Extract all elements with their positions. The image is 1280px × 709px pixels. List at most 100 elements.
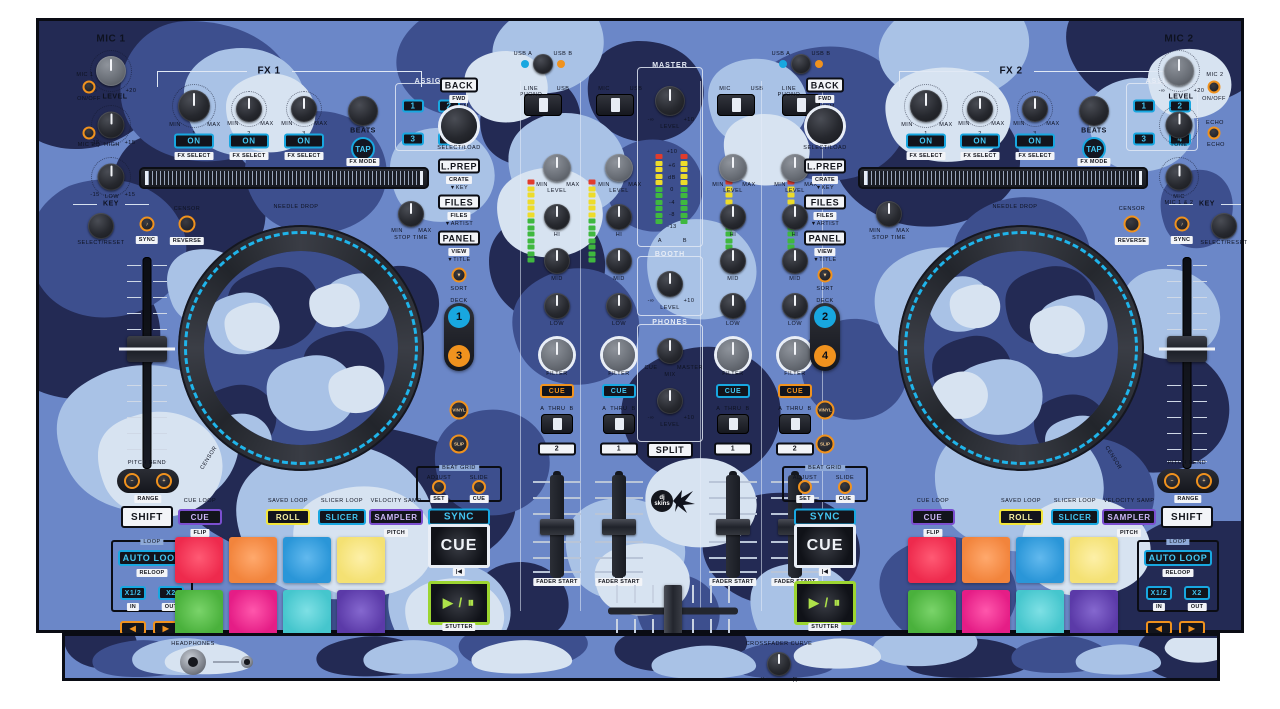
pad-right-1[interactable]	[908, 537, 956, 583]
pad-right-5[interactable]	[908, 590, 956, 636]
mic2-on-off-button[interactable]	[1207, 80, 1221, 94]
usb-select-knob-right[interactable]	[791, 54, 811, 74]
pad-right-4[interactable]	[1070, 537, 1118, 583]
channel4-filter-knob[interactable]	[779, 339, 811, 371]
input-selector-ch1[interactable]	[524, 94, 562, 116]
input-selector-ch4[interactable]	[782, 94, 820, 116]
pad-mode-slicer-right[interactable]: SLICER	[1051, 509, 1099, 525]
channel2-level-knob[interactable]	[605, 154, 633, 182]
fx2-on-button-3[interactable]: ON	[1015, 133, 1055, 149]
fx2-beats-knob[interactable]	[1079, 96, 1109, 126]
channel3-level-knob[interactable]	[719, 154, 747, 182]
pad-right-7[interactable]	[1016, 590, 1064, 636]
split-button[interactable]: SPLIT	[647, 442, 693, 458]
pad-left-8[interactable]	[337, 590, 385, 636]
channel1-fader[interactable]	[533, 471, 581, 581]
channel2-filter-knob[interactable]	[603, 339, 635, 371]
pad-left-5[interactable]	[175, 590, 223, 636]
deck-selector-left[interactable]: 1 3	[444, 303, 474, 371]
fx1-on-button-1[interactable]: ON	[174, 133, 214, 149]
channel2-mid-knob[interactable]	[606, 248, 632, 274]
play-pause-button-right[interactable]: ▶ / ⏸	[794, 581, 856, 625]
pad-mode-sampler-left[interactable]: SAMPLER	[369, 509, 423, 525]
channel1-low-knob[interactable]	[544, 293, 570, 319]
channel3-fader[interactable]	[709, 471, 757, 581]
channel1-source-switch[interactable]	[541, 414, 573, 434]
pad-right-3[interactable]	[1016, 537, 1064, 583]
jog-wheel-right[interactable]	[898, 225, 1144, 471]
loop-half-button-right[interactable]: X1/2	[1146, 586, 1172, 600]
fx1-knob-1[interactable]	[178, 90, 210, 122]
channel3-low-knob[interactable]	[720, 293, 746, 319]
slip-button-left[interactable]: SLIP	[449, 434, 469, 454]
input-selector-ch3[interactable]	[717, 94, 755, 116]
mic2-tone-knob[interactable]	[1165, 111, 1193, 139]
beat-grid-cue-button-right[interactable]	[838, 480, 852, 494]
loop-half-button-left[interactable]: X1/2	[120, 586, 146, 600]
select-load-encoder-right[interactable]	[807, 108, 843, 144]
vinyl-button-right[interactable]: VINYL	[815, 400, 835, 420]
pad-mode-slicer-left[interactable]: SLICER	[318, 509, 366, 525]
shift-button-right[interactable]: SHIFT	[1161, 506, 1213, 528]
channel1-mid-knob[interactable]	[544, 248, 570, 274]
channel3-source-switch[interactable]	[717, 414, 749, 434]
beat-grid-cue-button-left[interactable]	[472, 480, 486, 494]
fx1-on-button-2[interactable]: ON	[229, 133, 269, 149]
deck-id-left-3[interactable]: 3	[448, 345, 470, 367]
fx1-knob-3[interactable]	[291, 96, 317, 122]
sync-button-right[interactable]: SYNC	[794, 508, 856, 526]
mic1-on-off-button[interactable]	[82, 80, 96, 94]
channel2-hi-knob[interactable]	[606, 204, 632, 230]
pad-left-3[interactable]	[283, 537, 331, 583]
key-select-reset-knob[interactable]	[88, 213, 114, 239]
channel2-fader[interactable]	[595, 471, 643, 581]
fx2-knob-2[interactable]	[967, 96, 993, 122]
fx2-knob-3[interactable]	[1022, 96, 1048, 122]
needle-drop-strip-left[interactable]	[139, 167, 429, 189]
fx1-assign-3[interactable]: 3	[402, 132, 424, 146]
fx2-on-button-1[interactable]: ON	[906, 133, 946, 149]
lprep-button-right[interactable]: L.PREP	[804, 158, 846, 174]
master-level-knob[interactable]	[655, 86, 685, 116]
pad-left-2[interactable]	[229, 537, 277, 583]
phones-mix-knob[interactable]	[657, 338, 683, 364]
censor-button[interactable]	[178, 215, 196, 233]
stop-time-knob-left[interactable]	[398, 201, 424, 227]
mic2-echo-button[interactable]	[1207, 126, 1221, 140]
vinyl-button-left[interactable]: VINYL	[449, 400, 469, 420]
mic2-level-knob[interactable]	[1164, 56, 1194, 86]
channel2-source-switch[interactable]	[603, 414, 635, 434]
headphone-jack-small[interactable]	[241, 656, 253, 668]
pitch-bend-plus-left[interactable]: +	[156, 473, 172, 489]
booth-level-knob[interactable]	[657, 271, 683, 297]
fx1-beats-knob[interactable]	[348, 96, 378, 126]
mic1-high-knob[interactable]	[97, 111, 125, 139]
pad-left-1[interactable]	[175, 537, 223, 583]
pad-right-2[interactable]	[962, 537, 1010, 583]
channel1-level-knob[interactable]	[543, 154, 571, 182]
usb-select-knob-left[interactable]	[533, 54, 553, 74]
crossfader-curve-knob[interactable]	[767, 652, 791, 676]
loop-double-button-right[interactable]: X2	[1184, 586, 1210, 600]
back-button-right[interactable]: BACK	[806, 77, 844, 93]
lprep-button-left[interactable]: L.PREP	[438, 158, 480, 174]
deck-id-left-1[interactable]: 1	[448, 306, 470, 328]
panel-button-left[interactable]: PANEL	[438, 230, 480, 246]
play-pause-button-left[interactable]: ▶ / ⏸	[428, 581, 490, 625]
channel3-cue-button[interactable]: CUE	[716, 384, 750, 398]
channel4-mid-knob[interactable]	[782, 248, 808, 274]
key-select-reset-knob-right[interactable]	[1211, 213, 1237, 239]
censor-button-right[interactable]	[1123, 215, 1141, 233]
mic2-mic-eq-knob[interactable]	[1165, 163, 1193, 191]
pitch-bend-minus-right[interactable]: –	[1164, 473, 1180, 489]
auto-loop-button-right[interactable]: AUTO LOOP	[1144, 550, 1212, 566]
channel4-cue-button[interactable]: CUE	[778, 384, 812, 398]
cue-button-left[interactable]: CUE	[428, 524, 490, 568]
pad-mode-roll-left[interactable]: ROLL	[266, 509, 310, 525]
pad-left-7[interactable]	[283, 590, 331, 636]
channel4-low-knob[interactable]	[782, 293, 808, 319]
pad-mode-cue-left[interactable]: CUE	[178, 509, 222, 525]
pad-mode-sampler-right[interactable]: SAMPLER	[1102, 509, 1156, 525]
back-button-left[interactable]: BACK	[440, 77, 478, 93]
needle-drop-strip-right[interactable]	[858, 167, 1148, 189]
